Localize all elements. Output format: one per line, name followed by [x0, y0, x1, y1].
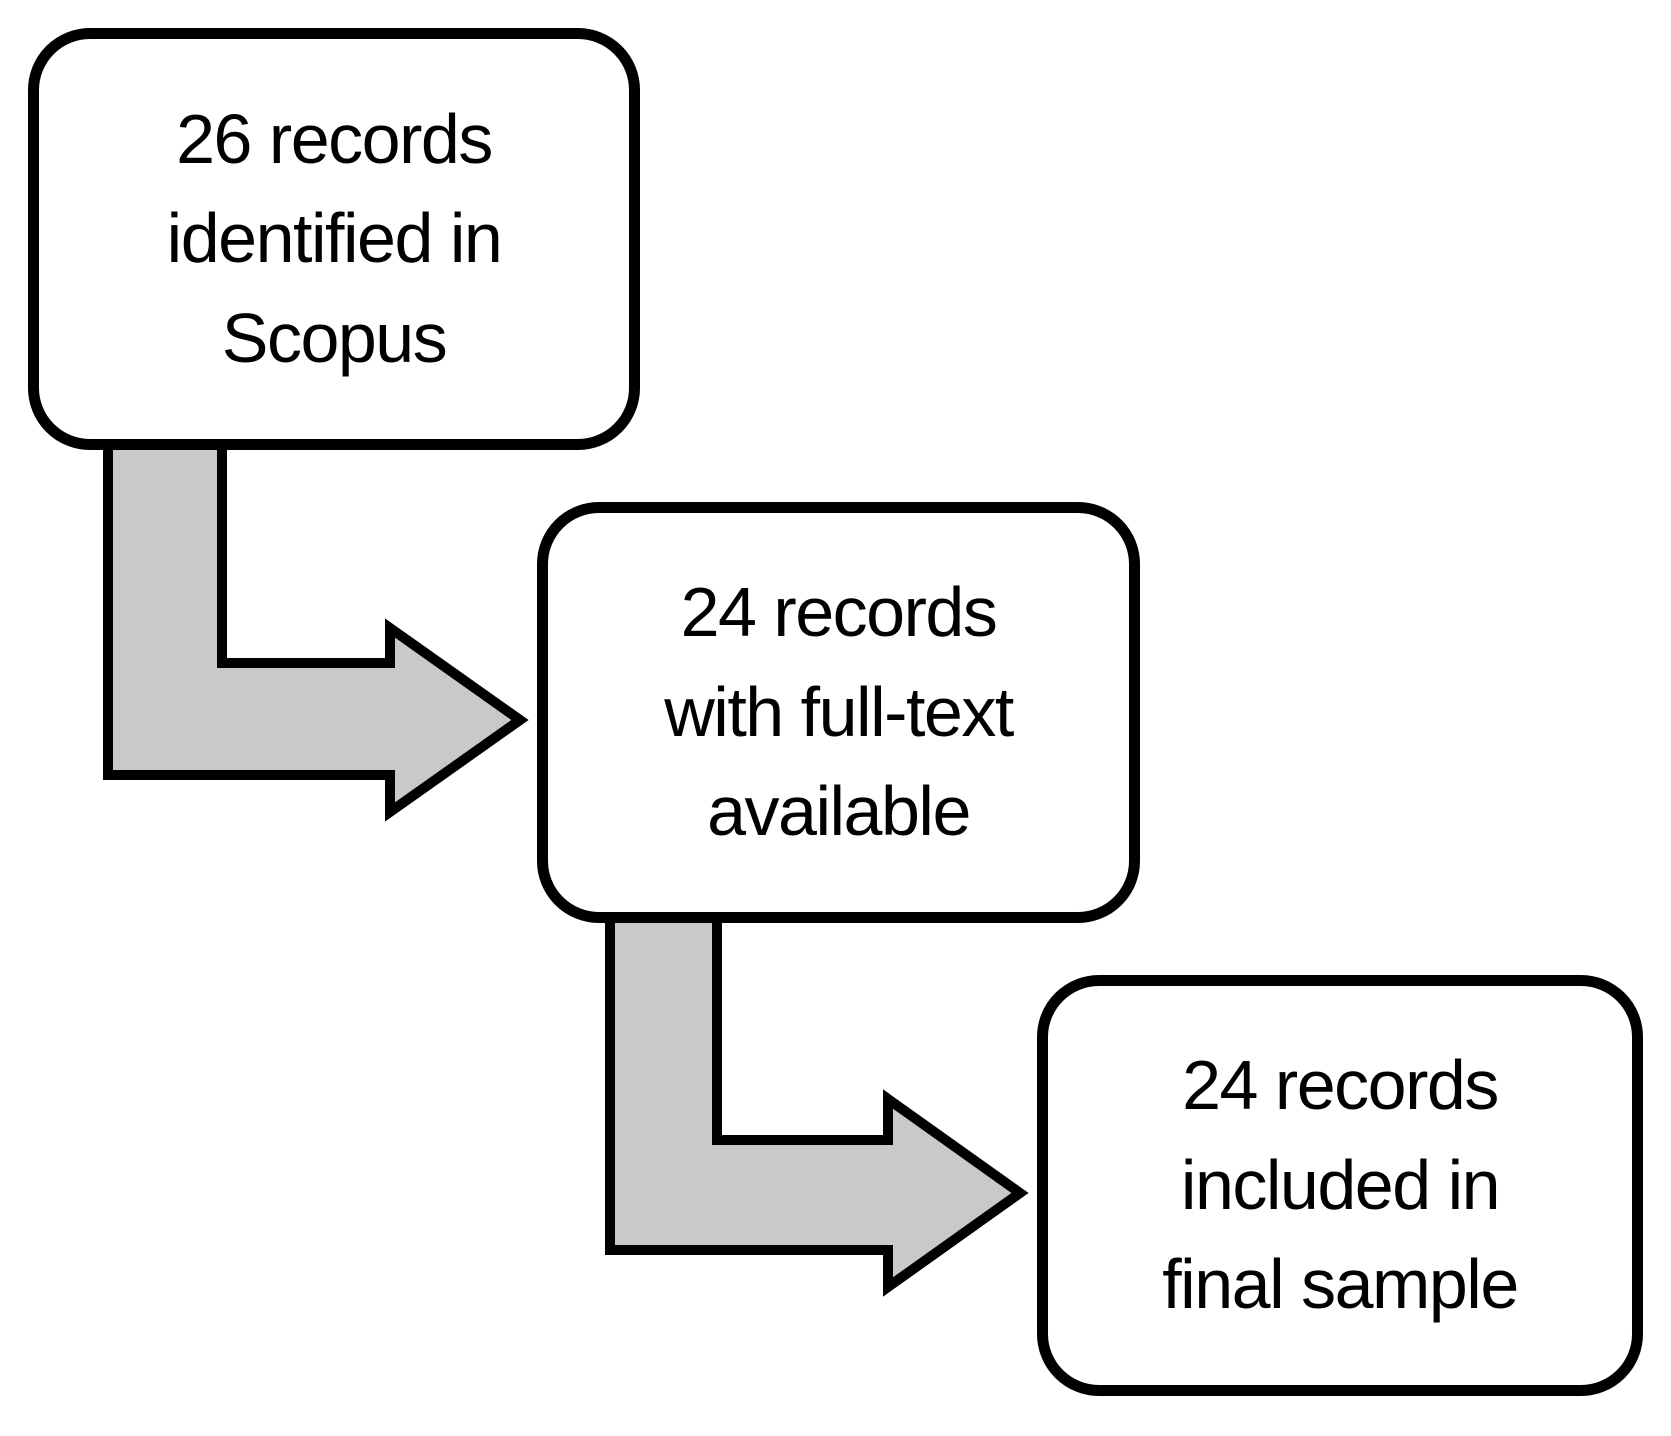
- label-line: identified in: [166, 199, 503, 278]
- bent-arrow-scopus-to-fulltext: [103, 435, 529, 822]
- flow-node-fulltext: 24 records with full-text available: [537, 502, 1140, 923]
- label-line: available: [707, 772, 971, 851]
- flow-node-scopus-label: 26 records identified in Scopus: [166, 90, 503, 388]
- flow-node-final: 24 records included in final sample: [1037, 975, 1643, 1396]
- label-line: 26 records: [176, 99, 493, 178]
- flow-node-fulltext-label: 24 records with full-text available: [664, 563, 1014, 861]
- label-line: 24 records: [1182, 1046, 1499, 1125]
- flow-node-final-label: 24 records included in final sample: [1162, 1036, 1519, 1334]
- label-line: with full-text: [664, 672, 1014, 751]
- label-line: final sample: [1162, 1245, 1519, 1324]
- label-line: 24 records: [680, 573, 998, 652]
- bent-arrow-fulltext-to-final: [605, 907, 1029, 1297]
- label-line: Scopus: [221, 298, 448, 377]
- label-line: included in: [1180, 1145, 1501, 1224]
- flow-node-scopus: 26 records identified in Scopus: [28, 28, 640, 450]
